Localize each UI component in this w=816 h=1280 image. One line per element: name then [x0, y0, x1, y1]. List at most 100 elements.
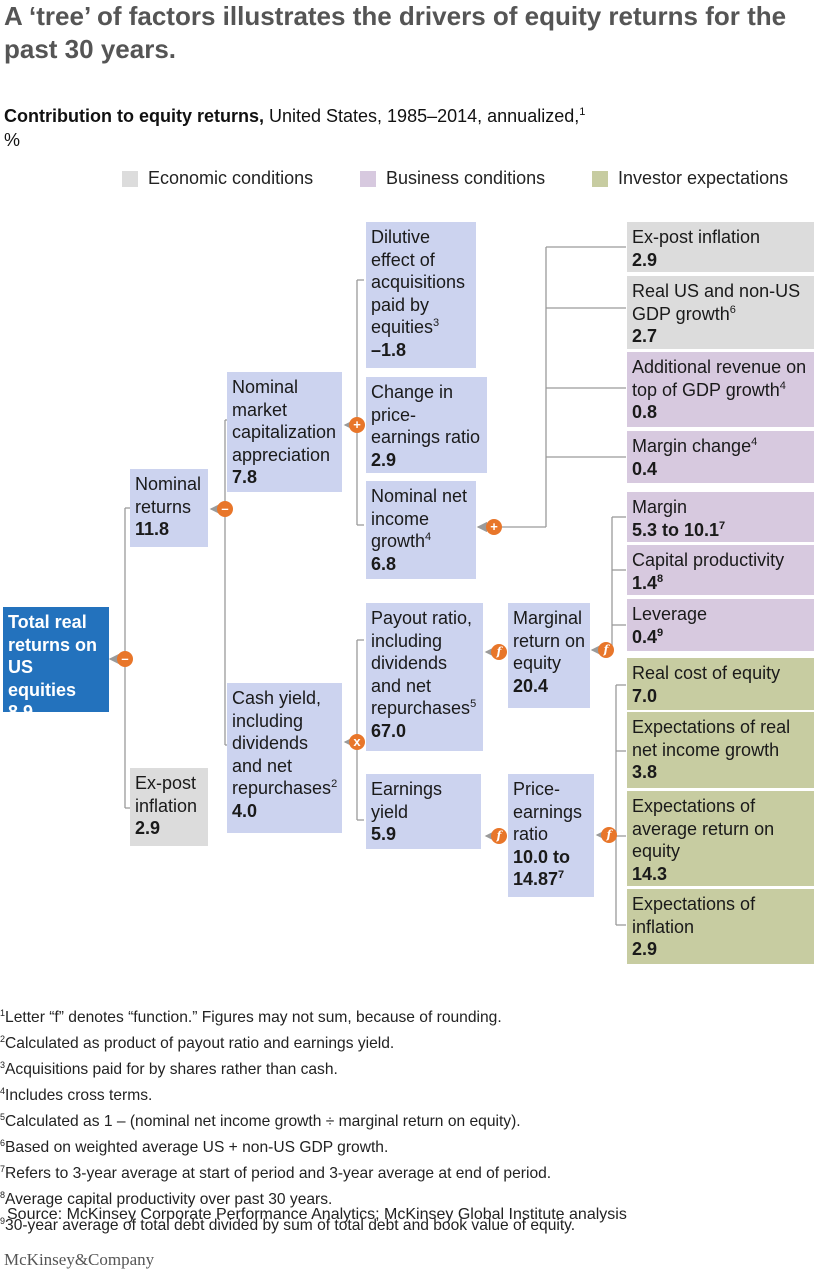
node-nominal-mcap-label: Nominal market capitalization appreciati…: [232, 377, 337, 465]
node-margin-label: Margin: [632, 497, 688, 517]
node-cash-yield: Cash yield, including dividends and net …: [227, 683, 342, 833]
function-operator-icon: f: [601, 827, 617, 843]
node-additional-revenue: Additional revenue on top of GDP growth4…: [627, 352, 814, 427]
node-margin-value: 5.3 to 10.1: [632, 519, 720, 540]
node-payout: Payout ratio, including dividends and ne…: [366, 603, 483, 751]
node-add-rev-sup: 4: [779, 379, 786, 392]
node-pe-change-value: 2.9: [371, 449, 397, 470]
node-cap-prod-value-wrap: 1.48: [632, 572, 810, 595]
node-margin-change-value: 0.4: [632, 458, 658, 479]
node-leverage-label: Leverage: [632, 604, 708, 624]
node-earnings-yield-label: Earnings yield: [371, 779, 443, 822]
footnote-text: Acquisitions paid for by shares rather t…: [5, 1061, 338, 1079]
node-exp-roe-label: Expectations of average return on equity: [632, 796, 775, 861]
node-mroe-label: Marginal return on equity: [513, 608, 586, 673]
node-dilutive: Dilutive effect of acquisitions paid by …: [366, 222, 476, 368]
node-margin-value-wrap: 5.3 to 10.17: [632, 519, 810, 542]
node-ni-growth-sup: 4: [425, 531, 432, 543]
node-add-rev-label: Additional revenue on top of GDP growth: [632, 357, 807, 400]
legend-label-investor: Investor expectations: [618, 168, 789, 188]
node-exp-ni-label: Expectations of real net income growth: [632, 717, 791, 760]
times-operator-icon: x: [349, 734, 365, 750]
node-expost-inflation-left-value: 2.9: [135, 818, 161, 838]
node-exp-roe: Expectations of average return on equity…: [627, 791, 814, 886]
legend-label-economic: Economic conditions: [148, 168, 314, 188]
node-ni-growth: Nominal net income growth4 6.8: [366, 481, 476, 579]
legend-label-business: Business conditions: [386, 168, 546, 188]
node-margin-change-sup: 4: [751, 436, 758, 448]
plus-operator-icon: +: [349, 417, 365, 433]
node-earnings-yield-value: 5.9: [371, 824, 397, 844]
node-nominal-mcap-value: 7.8: [232, 467, 258, 487]
node-cash-yield-label: Cash yield, including dividends and net …: [232, 688, 332, 798]
node-capital-productivity: Capital productivity 1.48: [627, 545, 814, 595]
node-pe-ratio-value-wrap: 10.0 to 14.877: [513, 846, 590, 891]
subtitle-unit: %: [4, 130, 21, 150]
footnote-number: 1: [0, 1008, 6, 1018]
node-exp-infl-value: 2.9: [632, 939, 658, 959]
footnote-number: 8: [0, 1189, 6, 1200]
legend-economic: Economic conditions: [122, 168, 313, 189]
node-total-real-returns: Total real returns on US equities 8.9: [3, 607, 109, 722]
footnote: 2Calculated as product of payout ratio a…: [0, 1029, 812, 1055]
subtitle-bold: Contribution to equity returns,: [4, 106, 264, 126]
node-leverage-value-wrap: 0.49: [632, 626, 810, 649]
node-nominal-mcap: Nominal market capitalization appreciati…: [227, 372, 342, 492]
footnote: 6Based on weighted average US + non-US G…: [0, 1133, 812, 1159]
node-dilutive-sup: 3: [433, 317, 440, 329]
footnote-number: 4: [0, 1085, 6, 1096]
brand-logo: McKinsey&Company: [4, 1250, 155, 1269]
footnote-text: Refers to 3-year average at start of per…: [5, 1165, 552, 1183]
legend-investor: Investor expectations: [592, 168, 788, 189]
footnote-text: Based on weighted average US + non-US GD…: [5, 1139, 389, 1157]
footnote-text: 30-year average of total debt divided by…: [5, 1217, 576, 1235]
subtitle-sup: 1: [579, 106, 586, 118]
node-pe-change-label: Change in price-earnings ratio: [371, 382, 481, 447]
footnote-text: Includes cross terms.: [5, 1087, 153, 1105]
node-dilutive-value: –1.8: [371, 339, 407, 360]
footnote-number: 9: [0, 1215, 6, 1226]
node-mroe: Marginal return on equity 20.4: [508, 603, 590, 708]
plus-operator-icon: +: [486, 519, 502, 535]
footnote-text: Calculated as 1 – (nominal net income gr…: [5, 1113, 521, 1131]
node-gdp-sup: 6: [729, 303, 736, 316]
node-gdp-growth: Real US and non-US GDP growth6 2.7: [627, 276, 814, 349]
node-leverage-sup: 9: [657, 626, 664, 639]
source-note: Source: McKinsey Corporate Performance A…: [7, 1206, 627, 1223]
node-expost-inflation-right-label: Ex-post inflation: [632, 227, 761, 247]
node-cap-prod-value: 1.4: [632, 572, 658, 593]
node-exp-ni-value: 3.8: [632, 762, 658, 782]
node-expost-inflation-left: Ex-post inflation 2.9: [130, 768, 208, 846]
node-pe-ratio: Price-earnings ratio 10.0 to 14.877: [508, 774, 594, 897]
node-mroe-value: 20.4: [513, 675, 549, 696]
node-payout-label: Payout ratio, including dividends and ne…: [371, 608, 473, 718]
footnote: 5Calculated as 1 – (nominal net income g…: [0, 1107, 812, 1133]
footnote-text: Calculated as product of payout ratio an…: [5, 1035, 395, 1053]
node-expost-inflation-right: Ex-post inflation 2.9: [627, 222, 814, 272]
node-pe-ratio-label: Price-earnings ratio: [513, 779, 583, 844]
node-margin-change-label: Margin change: [632, 436, 752, 456]
footnote-number: 3: [0, 1059, 6, 1070]
node-real-coe-value: 7.0: [632, 685, 658, 706]
footnote-text: Average capital productivity over past 3…: [5, 1191, 333, 1209]
node-total-value: 8.9: [8, 702, 34, 722]
function-operator-icon: f: [491, 644, 507, 660]
node-exp-ni-growth: Expectations of real net income growth 3…: [627, 712, 814, 788]
node-exp-inflation: Expectations of inflation 2.9: [627, 889, 814, 964]
node-nominal-returns: Nominal returns 11.8: [130, 469, 208, 547]
node-cash-yield-sup: 2: [331, 778, 338, 790]
footnote: 3Acquisitions paid for by shares rather …: [0, 1055, 812, 1081]
footnote-number: 7: [0, 1163, 6, 1174]
node-cap-prod-label: Capital productivity: [632, 550, 785, 570]
node-ni-growth-value: 6.8: [371, 553, 397, 574]
node-payout-sup: 5: [470, 698, 477, 710]
function-operator-icon: f: [598, 642, 614, 658]
node-nominal-returns-label: Nominal returns: [135, 474, 202, 517]
node-expost-inflation-right-value: 2.9: [632, 249, 658, 270]
node-earnings-yield: Earnings yield 5.9: [366, 774, 481, 849]
node-leverage: Leverage 0.49: [627, 599, 814, 651]
node-gdp-label: Real US and non-US GDP growth: [632, 281, 801, 324]
node-nominal-returns-value: 11.8: [135, 519, 170, 539]
node-leverage-value: 0.4: [632, 626, 658, 647]
function-operator-icon: f: [491, 828, 507, 844]
